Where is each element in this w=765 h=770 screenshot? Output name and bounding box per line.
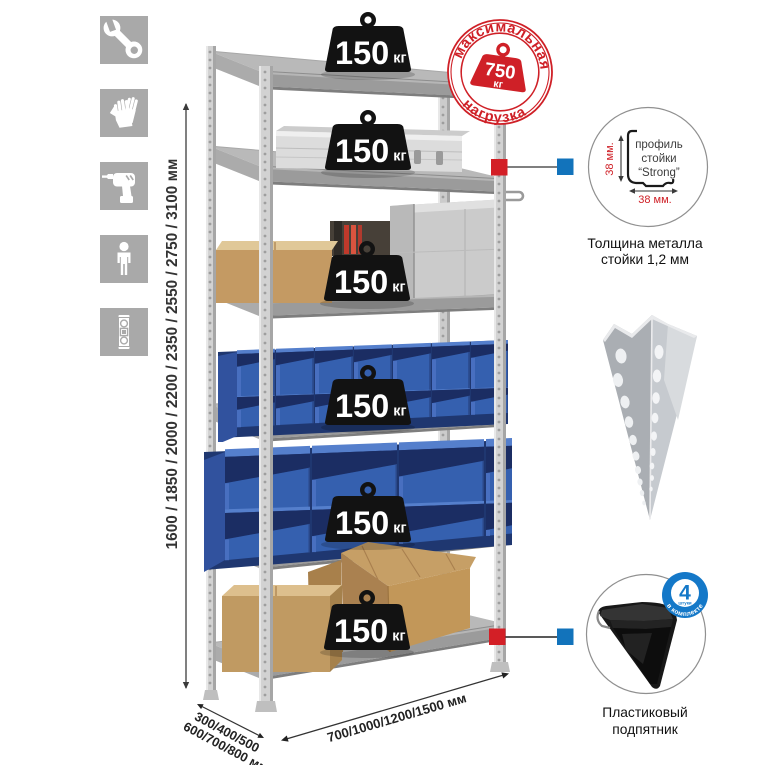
svg-text:750: 750 xyxy=(483,58,516,83)
svg-text:1600 / 1850 / 2000 / 2200 / 23: 1600 / 1850 / 2000 / 2200 / 2350 / 2550 … xyxy=(164,159,181,550)
svg-text:штуки: штуки xyxy=(678,601,692,606)
svg-text:Толщина металла: Толщина металла xyxy=(587,236,703,251)
svg-text:Пластиковый: Пластиковый xyxy=(602,705,687,720)
svg-text:стойки 1,2 мм: стойки 1,2 мм xyxy=(601,252,689,267)
svg-text:“Strong”: “Strong” xyxy=(638,167,680,179)
svg-text:38 мм.: 38 мм. xyxy=(638,194,671,206)
svg-text:профиль: профиль xyxy=(635,139,683,151)
svg-text:38 мм.: 38 мм. xyxy=(604,142,616,175)
svg-text:стойки: стойки xyxy=(641,153,676,165)
svg-text:кг: кг xyxy=(493,78,505,91)
svg-text:4: 4 xyxy=(679,582,691,605)
svg-text:подпятник: подпятник xyxy=(612,722,678,737)
